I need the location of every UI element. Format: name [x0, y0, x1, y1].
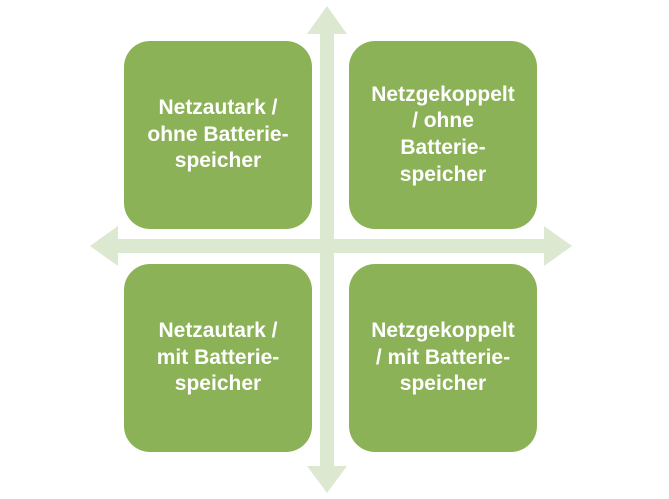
axis-arrow-down: [307, 466, 347, 493]
quadrant-bottom-left-label: Netzautark / mit Batterie- speicher: [156, 319, 280, 396]
quadrant-bottom-right: Netzgekoppelt / mit Batterie- speicher: [349, 264, 537, 452]
quadrant-top-left: Netzautark / ohne Batterie- speicher: [124, 41, 312, 229]
quadrant-top-right: Netzgekoppelt / ohne Batterie- speicher: [349, 41, 537, 229]
quadrant-top-left-label: Netzautark / ohne Batterie- speicher: [147, 96, 289, 173]
axis-arrow-right: [544, 226, 572, 266]
quadrant-bottom-right-label: Netzgekoppelt / mit Batterie- speicher: [371, 319, 515, 396]
quadrant-top-right-label: Netzgekoppelt / ohne Batterie- speicher: [371, 82, 515, 186]
quadrant-bottom-left: Netzautark / mit Batterie- speicher: [124, 264, 312, 452]
axis-arrow-up: [307, 6, 347, 34]
horizontal-axis-line: [112, 239, 550, 253]
axis-arrow-left: [90, 226, 118, 266]
